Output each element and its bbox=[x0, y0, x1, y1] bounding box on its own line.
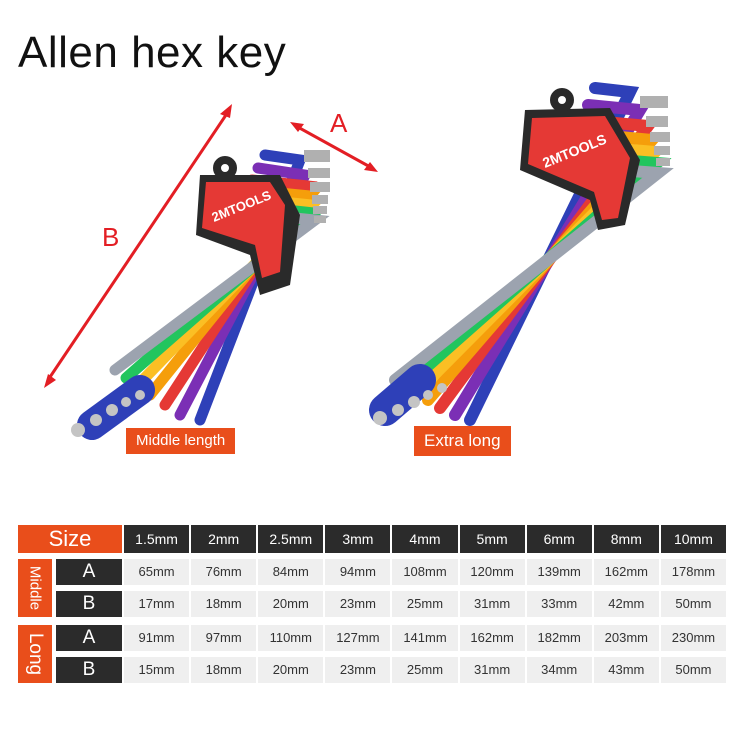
table-cell: 43mm bbox=[591, 657, 659, 683]
table-cell: 182mm bbox=[524, 625, 592, 651]
group-label-middle: Middle bbox=[18, 559, 52, 617]
table-row: B 17mm 18mm 20mm 23mm 25mm 31mm 33mm 42m… bbox=[56, 591, 726, 617]
extra-long-badge: Extra long bbox=[414, 426, 511, 456]
row-letter: A bbox=[56, 559, 122, 585]
table-cell: 50mm bbox=[658, 657, 726, 683]
table-cell: 15mm bbox=[122, 657, 190, 683]
table-cell: 120mm bbox=[457, 559, 525, 585]
table-cell: 31mm bbox=[457, 591, 525, 617]
table-cell: 50mm bbox=[658, 591, 726, 617]
table-cell: 110mm bbox=[256, 625, 324, 651]
table-cell: 20mm bbox=[256, 591, 324, 617]
table-cell: 25mm bbox=[390, 591, 458, 617]
table-cell: 42mm bbox=[591, 591, 659, 617]
middle-length-badge: Middle length bbox=[126, 428, 236, 454]
size-table: Size 1.5mm 2mm 2.5mm 3mm 4mm 5mm 6mm 8mm… bbox=[18, 525, 726, 689]
table-cell: 33mm bbox=[524, 591, 592, 617]
table-row: A 65mm 76mm 84mm 94mm 108mm 120mm 139mm … bbox=[56, 559, 726, 585]
table-row: B 15mm 18mm 20mm 23mm 25mm 31mm 34mm 43m… bbox=[56, 657, 726, 683]
dimension-arrow-a bbox=[290, 122, 378, 172]
size-col: 2.5mm bbox=[256, 525, 324, 553]
table-cell: 203mm bbox=[591, 625, 659, 651]
dimension-arrow-b bbox=[44, 104, 232, 388]
table-cell: 23mm bbox=[323, 657, 391, 683]
table-cell: 97mm bbox=[189, 625, 257, 651]
row-letter: B bbox=[56, 657, 122, 683]
size-col: 2mm bbox=[189, 525, 257, 553]
size-col: 6mm bbox=[524, 525, 592, 553]
size-col: 10mm bbox=[658, 525, 726, 553]
row-letter: B bbox=[56, 591, 122, 617]
size-col: 3mm bbox=[323, 525, 391, 553]
size-col: 4mm bbox=[390, 525, 458, 553]
table-cell: 76mm bbox=[189, 559, 257, 585]
table-cell: 65mm bbox=[122, 559, 190, 585]
table-cell: 20mm bbox=[256, 657, 324, 683]
table-cell: 23mm bbox=[323, 591, 391, 617]
table-header: Size 1.5mm 2mm 2.5mm 3mm 4mm 5mm 6mm 8mm… bbox=[18, 525, 726, 553]
table-cell: 162mm bbox=[457, 625, 525, 651]
table-cell: 108mm bbox=[390, 559, 458, 585]
group-middle: Middle A 65mm 76mm 84mm 94mm 108mm 120mm… bbox=[18, 559, 726, 617]
table-cell: 230mm bbox=[658, 625, 726, 651]
dimension-label-b: B bbox=[102, 222, 120, 252]
table-cell: 31mm bbox=[457, 657, 525, 683]
extra-long-set: 2MTOOLS bbox=[369, 82, 674, 426]
table-row: A 91mm 97mm 110mm 127mm 141mm 162mm 182m… bbox=[56, 625, 726, 651]
group-long: Long A 91mm 97mm 110mm 127mm 141mm 162mm… bbox=[18, 625, 726, 683]
table-cell: 18mm bbox=[189, 591, 257, 617]
table-cell: 25mm bbox=[390, 657, 458, 683]
hex-key-sets-image: 2MTOOLS 2MTOOLS bbox=[44, 82, 674, 440]
table-cell: 141mm bbox=[390, 625, 458, 651]
size-col: 5mm bbox=[457, 525, 525, 553]
row-letter: A bbox=[56, 625, 122, 651]
table-cell: 162mm bbox=[591, 559, 659, 585]
table-cell: 18mm bbox=[189, 657, 257, 683]
table-cell: 84mm bbox=[256, 559, 324, 585]
table-cell: 34mm bbox=[524, 657, 592, 683]
size-col: 8mm bbox=[591, 525, 659, 553]
dimension-label-a: A bbox=[330, 108, 348, 138]
table-cell: 139mm bbox=[524, 559, 592, 585]
group-label-long: Long bbox=[18, 625, 52, 683]
table-cell: 127mm bbox=[323, 625, 391, 651]
table-cell: 17mm bbox=[122, 591, 190, 617]
table-cell: 94mm bbox=[323, 559, 391, 585]
middle-length-set: 2MTOOLS bbox=[71, 149, 330, 440]
size-header: Size bbox=[18, 525, 122, 553]
table-cell: 91mm bbox=[122, 625, 190, 651]
size-col: 1.5mm bbox=[122, 525, 190, 553]
page-title: Allen hex key bbox=[18, 28, 287, 77]
table-cell: 178mm bbox=[658, 559, 726, 585]
